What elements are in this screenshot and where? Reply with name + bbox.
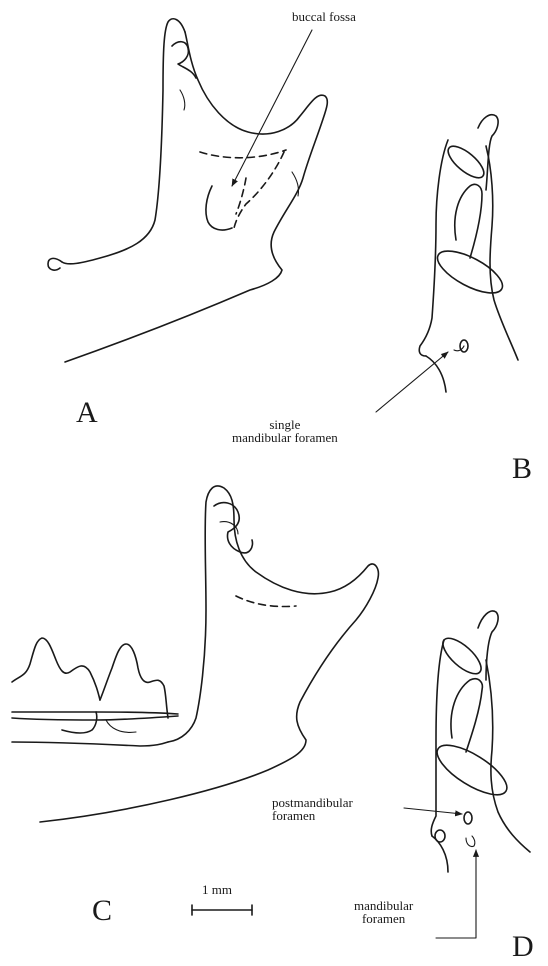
- mandible-b-outline: [419, 115, 518, 392]
- single-label-line2: mandibular foramen: [232, 431, 338, 444]
- panel-label-c: C: [92, 896, 112, 926]
- leader-lines: [232, 30, 476, 938]
- mandibular-label-line2: foramen: [354, 912, 413, 925]
- mandible-d-outline: [430, 611, 530, 872]
- buccal-fossa-c: [236, 596, 296, 607]
- panel-label-a: A: [76, 398, 98, 428]
- postmandibular-foramen-label: postmandibular foramen: [272, 796, 353, 822]
- mandible-c-outline: [12, 486, 378, 822]
- buccal-fossa-a: [200, 150, 286, 230]
- scale-bar-label: 1 mm: [202, 883, 232, 896]
- scale-bar: [192, 905, 252, 915]
- mandible-a-outline: [48, 19, 327, 362]
- panel-label-d: D: [512, 932, 534, 962]
- single-mandibular-foramen-label: single mandibular foramen: [232, 418, 338, 444]
- mandibular-foramen-label: mandibular foramen: [354, 899, 413, 925]
- panel-label-b: B: [512, 454, 532, 484]
- postmandibular-label-line2: foramen: [272, 809, 353, 822]
- buccal-fossa-label: buccal fossa: [292, 10, 356, 23]
